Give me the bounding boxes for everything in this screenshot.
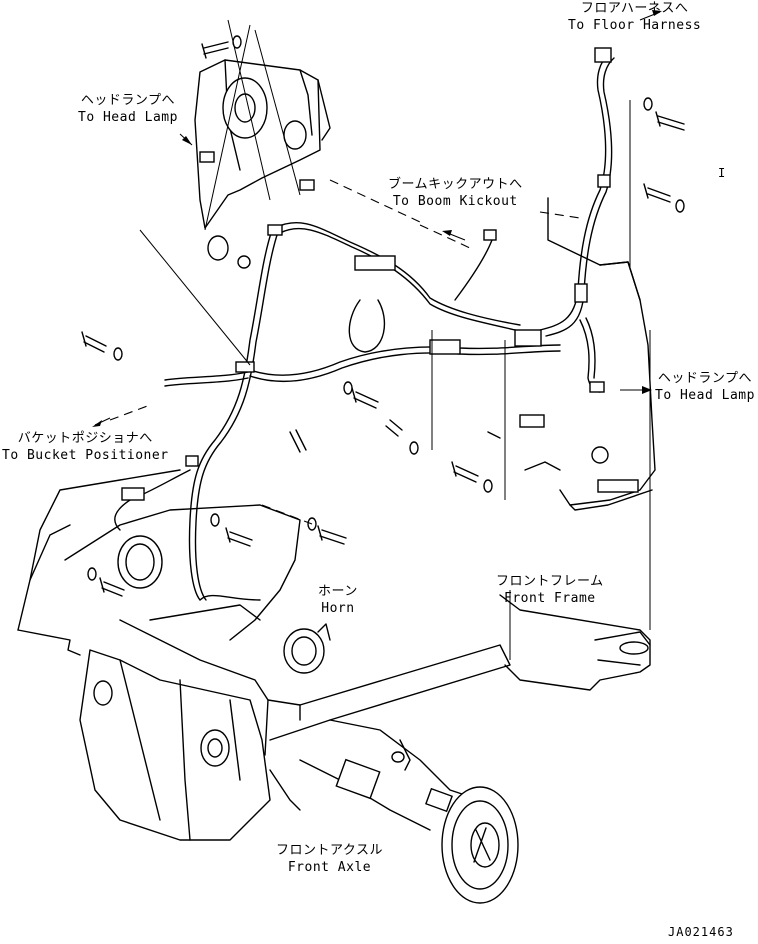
label-front-frame: フロントフレーム Front Frame <box>496 573 604 607</box>
label-floor-harness-jp: フロアハーネスへ <box>580 1 689 16</box>
label-head-lamp-left-en: To Head Lamp <box>78 110 178 125</box>
bolts <box>81 35 685 597</box>
label-to-bucket-positioner: バケットポジショナへ To Bucket Positioner <box>2 430 169 464</box>
label-horn-en: Horn <box>321 601 355 616</box>
label-boom-kickout-jp: ブームキックアウトへ <box>388 177 523 192</box>
label-front-frame-en: Front Frame <box>504 591 596 606</box>
reference-mark: I <box>718 166 727 180</box>
label-front-axle-en: Front Axle <box>287 860 372 875</box>
label-floor-harness-en: To Floor Harness <box>568 18 702 33</box>
label-front-axle-jp: フロントアクスル <box>276 843 383 858</box>
label-bucket-positioner-jp: バケットポジショナへ <box>17 431 153 446</box>
label-horn-jp: ホーン <box>318 584 358 599</box>
assembly-lines <box>109 19 651 660</box>
front-frame-body <box>17 469 511 756</box>
label-to-head-lamp-left: ヘッドランプへ To Head Lamp <box>78 92 178 126</box>
label-to-boom-kickout: ブームキックアウトへ To Boom Kickout <box>388 176 523 210</box>
label-to-head-lamp-right: ヘッドランプへ To Head Lamp <box>655 370 755 404</box>
front-frame-outline <box>499 197 656 691</box>
label-boom-kickout-en: To Boom Kickout <box>392 194 518 209</box>
label-to-floor-harness: フロアハーネスへ To Floor Harness <box>568 0 701 34</box>
label-front-axle: フロントアクスル Front Axle <box>276 842 383 876</box>
label-head-lamp-right-jp: ヘッドランプへ <box>657 371 753 386</box>
leader-arrows <box>92 10 662 427</box>
label-horn: ホーン Horn <box>318 583 358 617</box>
front-axle <box>79 649 519 904</box>
label-front-frame-jp: フロントフレーム <box>496 574 604 589</box>
label-head-lamp-right-en: To Head Lamp <box>655 388 755 403</box>
label-head-lamp-left-jp: ヘッドランプへ <box>80 93 176 108</box>
front-frame-tower <box>194 59 331 269</box>
label-bucket-positioner-en: To Bucket Positioner <box>2 448 169 463</box>
wiring-harness <box>114 47 615 601</box>
drawing-code: JA021463 <box>668 925 734 939</box>
